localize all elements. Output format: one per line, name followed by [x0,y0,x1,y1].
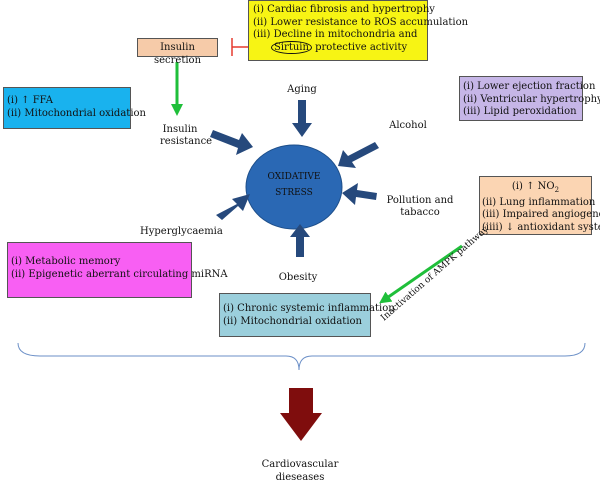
no2-prefix: (i) ↑ NO [511,181,555,192]
arrow-aging [292,100,312,137]
oxidative-stress-line: STRESS [275,188,313,198]
aging-effect-item: (i) Cardiac fibrosis and hypertrophy [253,4,435,15]
aging-effect-item: Sirtuin protective activity [253,40,423,55]
arrow-insulin-resistance [210,130,253,155]
outcome-label: Cardiovascular dieseases [259,458,341,484]
ffa-box: (i) ↑ FFA (ii) Mitochondrial oxidation [3,87,146,129]
insulin-secretion-box: Insulin secretion [137,38,218,66]
sirtuin-suffix: protective activity [315,41,408,53]
ffa-item: (ii) Mitochondrial oxidation [7,107,146,119]
arrow-pollution [342,183,377,205]
no2-subscript: 2 [554,186,560,194]
no2-item: (ii) Lung inflammation [482,196,596,208]
ffa-item: (i) ↑ FFA [7,95,53,106]
pollution-label: Pollution and tabacco [385,195,455,219]
ejection-item: (ii) Ventricular hypertrophy [463,93,600,105]
oxidative-stress-ellipse [245,144,343,230]
insulin-resistance-label: Insulin resistance [160,124,213,148]
metabolic-box: (i) Metabolic memory (ii) Epigenetic abe… [7,242,228,298]
outcome-line: dieseases [275,472,325,483]
no2-item: (i) ↑ NO2 [482,181,589,197]
arrow-outcome [280,388,322,441]
outcome-line: Cardiovascular [261,459,339,470]
chronic-item: (ii) Mitochondrial oxidation [223,315,362,327]
metabolic-item: (i) Metabolic memory [11,256,121,267]
aging-label: Aging [287,84,317,95]
oxidative-stress-line: OXIDATIVE [267,172,321,182]
no2-box: (i) ↑ NO2 (ii) Lung inflammation (iii) I… [479,176,600,235]
insulin-resistance-line: Insulin [162,124,198,135]
insulin-resistance-line: resistance [160,136,213,147]
aging-effect-item: (ii) Lower resistance to ROS accumulatio… [253,16,469,28]
hyperglycaemia-label: Hyperglycaemia [140,226,223,237]
arrow-alcohol [338,142,379,168]
arrow-hyperglycaemia [216,194,250,220]
green-arrow-ampk [379,244,463,304]
chronic-item: (i) Chronic systemic inflammation [223,303,395,314]
no2-item: (iii) Impaired angiogenesis [482,209,600,220]
aging-effects-box: (i) Cardiac fibrosis and hypertrophy (ii… [248,0,469,61]
no2-item: (iiii) ↓ antioxidant system [482,221,600,233]
metabolic-item: (ii) Epigenetic aberrant circulating miR… [11,268,228,280]
ejection-item: (i) Lower ejection fraction [463,81,596,92]
insulin-secretion-label: Insulin secretion [153,42,202,66]
arrow-obesity [290,224,310,257]
aging-effect-item: (iii) Decline in mitochondria and [253,29,418,40]
obesity-label: Obesity [278,272,318,283]
chronic-box: (i) Chronic systemic inflammation (ii) M… [219,293,395,337]
curly-brace [17,342,586,371]
oxidative-stress-label: OXIDATIVE STRESS [256,169,332,201]
sirtuin-highlight: Sirtuin [271,40,312,54]
ejection-item: (iii) Lipid peroxidation [463,106,577,117]
pollution-line: Pollution and [386,195,454,206]
ejection-box: (i) Lower ejection fraction (ii) Ventric… [459,76,600,121]
pollution-line: tabacco [400,207,440,218]
alcohol-label: Alcohol [389,120,427,131]
